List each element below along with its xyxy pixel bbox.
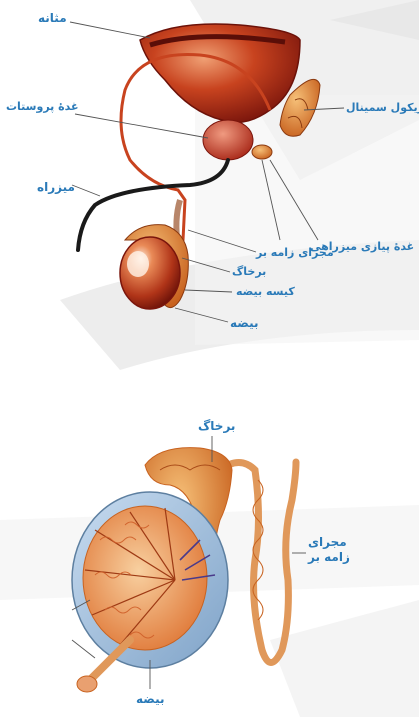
label-vas-deferens-top: مجرای زامه بر <box>256 247 334 258</box>
label-epididymis-bottom: برخاگ <box>198 420 235 432</box>
label-bladder: مثانه <box>38 12 67 24</box>
testis-top-shape <box>120 237 180 309</box>
label-vas-deferens-bottom: مجرای زامه بر <box>308 535 350 565</box>
label-urethra: میزراه <box>37 181 75 193</box>
label-scrotum: کیسه بیضه <box>236 286 295 297</box>
label-testis-bottom: بیضه <box>136 693 165 705</box>
label-testis-top: بیضه <box>230 317 259 329</box>
prostate-shape <box>203 120 253 160</box>
label-epididymis-top: برخاگ <box>232 266 266 277</box>
label-prostate: غدهٔ پروستات <box>6 101 79 112</box>
label-seminal-vesicle: وزیکول سمینال <box>346 102 419 113</box>
